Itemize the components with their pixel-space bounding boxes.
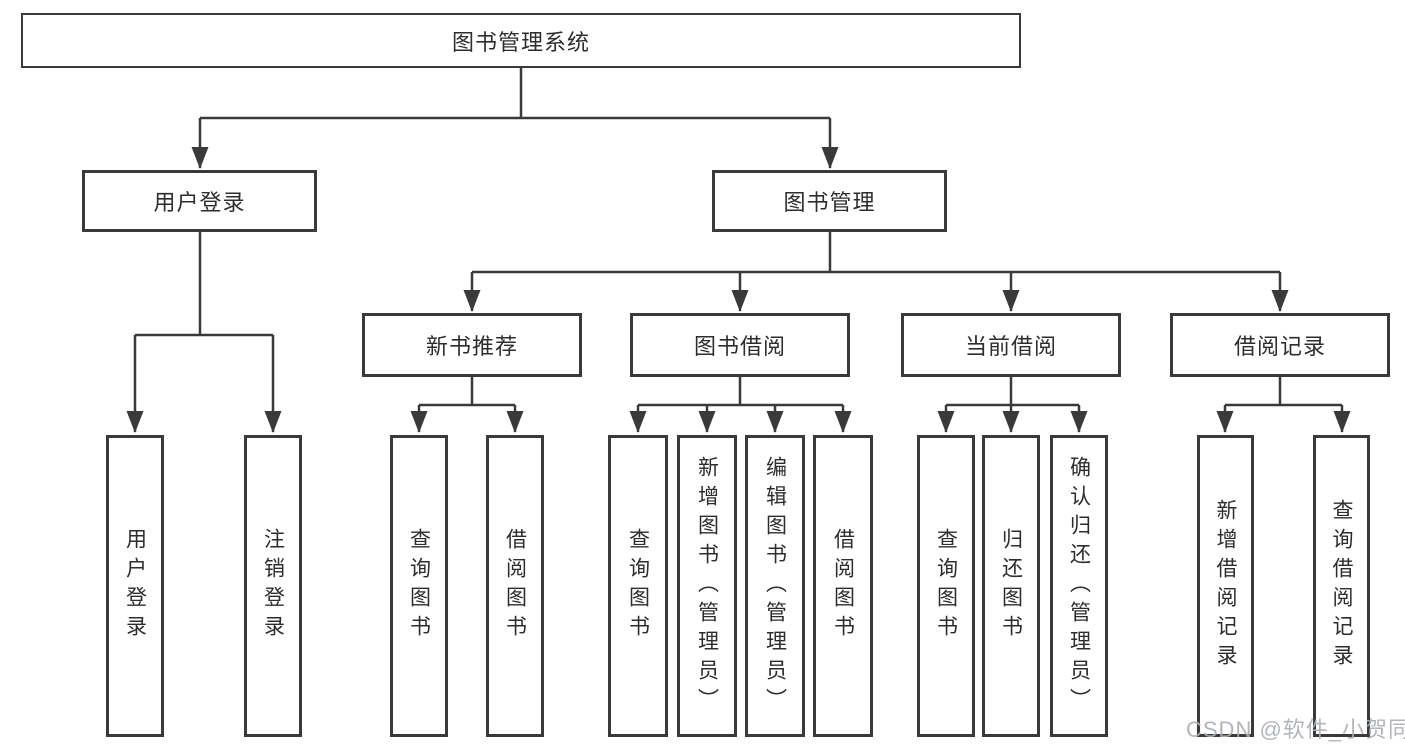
leaf-confirm-return-admin: 确认归还（管理员） — [1050, 435, 1108, 737]
leaf-edit-books-admin: 编辑图书（管理员） — [745, 435, 805, 737]
leaf-current-query-books: 查询图书 — [917, 435, 975, 737]
leaf-recommend-borrow-books: 借阅图书 — [486, 435, 544, 737]
leaf-add-books-admin: 新增图书（管理员） — [677, 435, 737, 737]
leaf-logout: 注销登录 — [244, 435, 302, 737]
leaf-borrow-books: 借阅图书 — [813, 435, 873, 737]
node-borrow-records: 借阅记录 — [1170, 313, 1390, 377]
leaf-recommend-query-books: 查询图书 — [390, 435, 448, 737]
node-new-book-recommend: 新书推荐 — [362, 313, 582, 377]
leaf-user-login: 用户登录 — [106, 435, 164, 737]
leaf-add-borrow-record: 新增借阅记录 — [1197, 435, 1254, 737]
node-book-borrow: 图书借阅 — [630, 313, 850, 377]
node-current-borrow: 当前借阅 — [901, 313, 1121, 377]
leaf-query-borrow-record: 查询借阅记录 — [1313, 435, 1370, 737]
node-root: 图书管理系统 — [21, 13, 1021, 68]
node-user-login: 用户登录 — [82, 170, 317, 232]
watermark: CSDN @软件_小贺同学 — [1186, 717, 1405, 742]
node-book-management: 图书管理 — [712, 170, 947, 232]
leaf-return-books: 归还图书 — [982, 435, 1040, 737]
leaf-borrow-query-books: 查询图书 — [608, 435, 668, 737]
